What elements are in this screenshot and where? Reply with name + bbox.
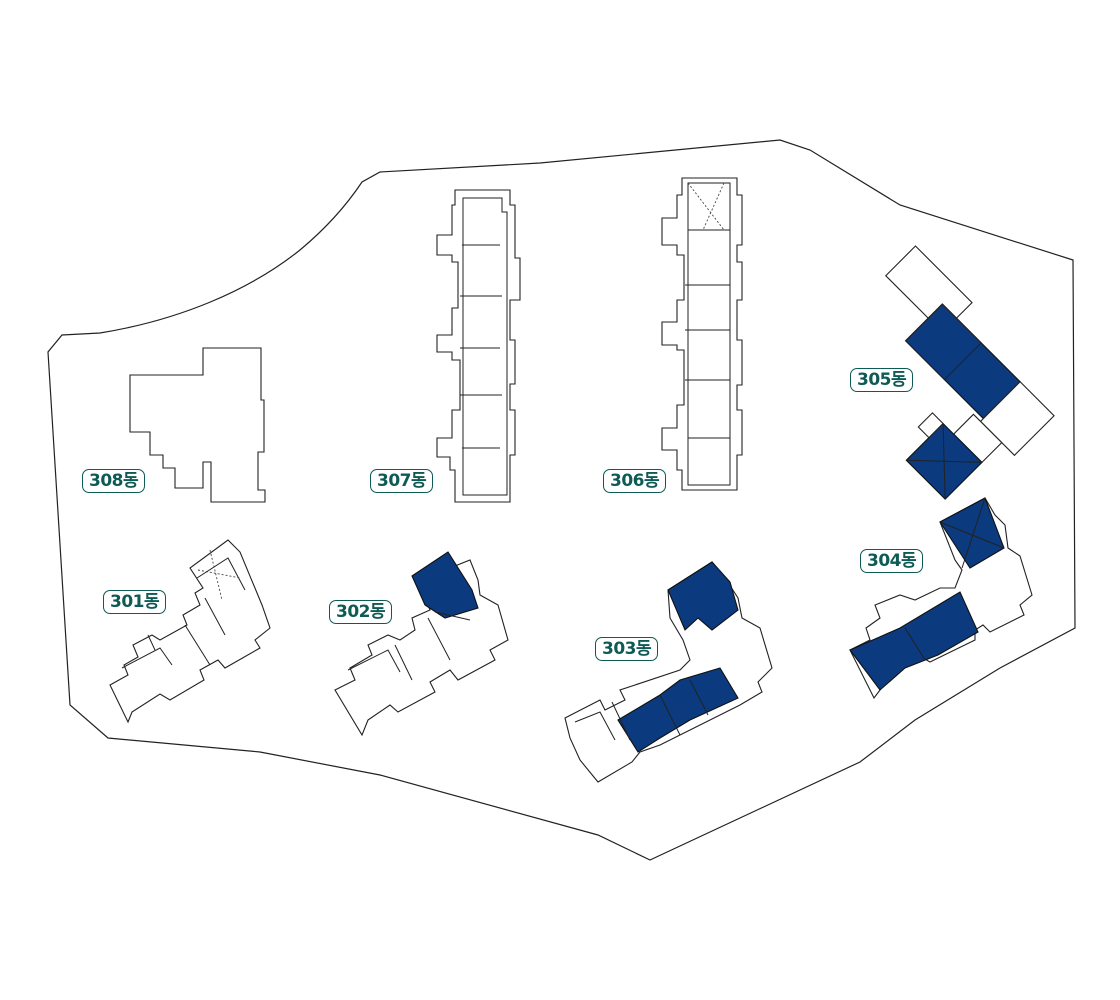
label-304[interactable]: 304동 — [860, 549, 924, 573]
label-303[interactable]: 303동 — [595, 637, 659, 661]
building-304[interactable] — [849, 497, 1033, 700]
building-302[interactable] — [334, 551, 509, 737]
building-301[interactable] — [109, 539, 271, 724]
building-308[interactable] — [129, 347, 266, 503]
site-boundary — [47, 139, 1076, 861]
label-301[interactable]: 301동 — [103, 590, 167, 614]
label-307[interactable]: 307동 — [370, 469, 434, 493]
label-302[interactable]: 302동 — [329, 600, 393, 624]
building-305[interactable] — [804, 245, 1070, 512]
label-306[interactable]: 306동 — [603, 469, 667, 493]
label-308[interactable]: 308동 — [82, 469, 146, 493]
building-307[interactable] — [436, 189, 521, 503]
label-305[interactable]: 305동 — [850, 368, 914, 392]
building-303[interactable] — [564, 561, 773, 783]
building-306[interactable] — [661, 177, 743, 491]
